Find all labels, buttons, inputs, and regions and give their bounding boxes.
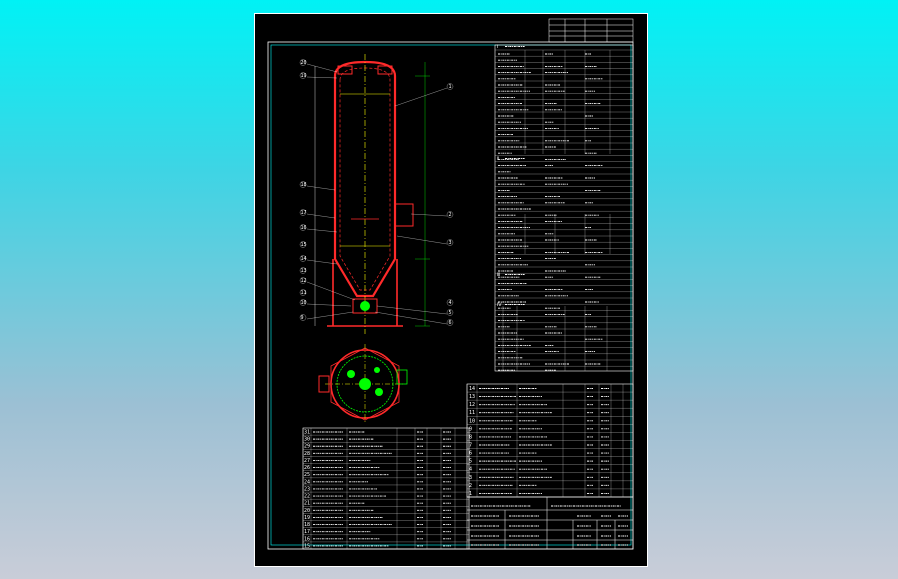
part-number: 26: [304, 465, 310, 471]
part-number: 6: [469, 451, 472, 457]
callout-number: 13: [301, 268, 307, 274]
part-number: 2: [469, 483, 472, 489]
section-header: Ⅲ: [497, 272, 500, 278]
part-number: 16: [304, 536, 310, 542]
callout-number: 10: [301, 300, 307, 306]
part-number: 17: [304, 529, 310, 535]
part-number: 15: [304, 543, 310, 549]
callout-number: 2: [449, 212, 452, 218]
callout-number: 17: [301, 210, 307, 216]
part-number: 18: [304, 522, 310, 528]
part-number: 4: [469, 467, 472, 473]
callout-number: 9: [301, 315, 304, 321]
part-number: 25: [304, 472, 310, 478]
title-block: [466, 496, 634, 550]
part-number: 27: [304, 458, 310, 464]
part-number: 3: [469, 475, 472, 481]
vessel-plan-view: [318, 344, 408, 424]
part-number: 5: [469, 459, 472, 465]
part-number: 1: [469, 491, 472, 497]
part-number: 20: [304, 508, 310, 514]
callout-number: 14: [301, 256, 307, 262]
top-manhole: [337, 65, 353, 75]
callout-number: 15: [301, 242, 307, 248]
callout-number: 1: [449, 84, 452, 90]
callout-number: 19: [301, 73, 307, 79]
part-number: 23: [304, 486, 310, 492]
part-number: 12: [469, 402, 475, 408]
part-number: 14: [469, 386, 475, 392]
callout-number: 4: [449, 300, 452, 306]
part-number: 22: [304, 494, 310, 500]
part-number: 9: [469, 426, 472, 432]
section-header: Ⅰ: [497, 44, 498, 50]
part-number: 10: [469, 418, 475, 424]
callout-number: 16: [301, 225, 307, 231]
part-number: 11: [469, 410, 475, 416]
part-number: 19: [304, 515, 310, 521]
callout-number: 12: [301, 278, 307, 284]
top-title-stub: [548, 18, 634, 43]
vessel-shell: [333, 60, 397, 298]
technical-data-sheet: Ⅰ Ⅱ Ⅲ Ⅳ: [494, 44, 634, 372]
section-header: Ⅱ: [497, 156, 499, 162]
part-number: 8: [469, 434, 472, 440]
side-nozzle: [394, 203, 414, 227]
part-number: 31: [304, 430, 310, 436]
bottom-outlet: [360, 301, 370, 311]
part-number: 13: [469, 394, 475, 400]
vessel-inner-shell: [339, 67, 391, 291]
part-number: 29: [304, 444, 310, 450]
part-number: 7: [469, 442, 472, 448]
cyan-border: [270, 44, 632, 546]
parts-list-right: 14 13 12 11 10 9 8 7 6 5 4 3 2 1: [466, 383, 634, 498]
part-number: 28: [304, 451, 310, 457]
section-header: Ⅳ: [497, 302, 502, 308]
callout-number: 11: [301, 290, 307, 296]
part-number: 24: [304, 479, 310, 485]
callout-number: 18: [301, 182, 307, 188]
callout-number: 5: [449, 310, 452, 316]
part-number: 21: [304, 501, 310, 507]
callout-number: 6: [449, 320, 452, 326]
drawing-frame: [267, 41, 634, 550]
part-number: 30: [304, 437, 310, 443]
callout-number: 20: [301, 60, 307, 66]
callout-number: 3: [449, 240, 452, 246]
